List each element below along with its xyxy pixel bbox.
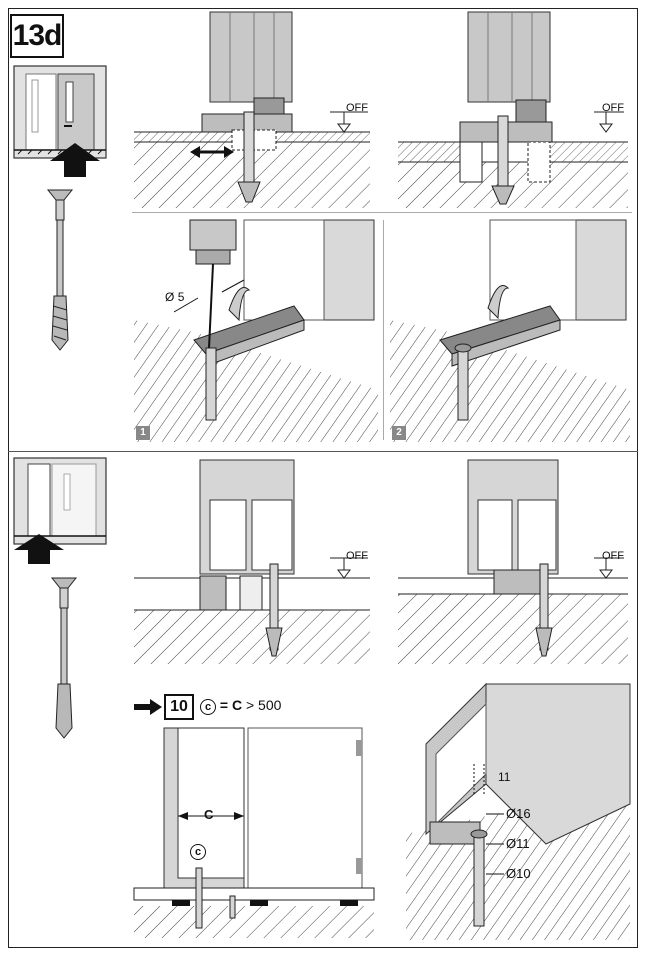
- drilling-perspective: [134, 219, 378, 442]
- substep-badge-2: 2: [392, 426, 406, 440]
- frame-section-right: [398, 459, 628, 664]
- sill-section-right: [398, 11, 628, 208]
- dim-16: Ø16: [506, 806, 531, 821]
- off-label: OFF: [346, 102, 368, 114]
- equation: c = C > 500: [200, 697, 281, 715]
- door-front-view: [133, 727, 375, 938]
- arrow-right-icon: [134, 699, 162, 715]
- arrow-up-icon: [50, 143, 100, 177]
- off-label: OFF: [346, 550, 368, 562]
- off-label: OFF: [602, 550, 624, 562]
- circle-c-symbol: c: [200, 699, 216, 715]
- door-thumbnail-icon: [13, 457, 107, 545]
- sill-section-left: [134, 11, 370, 208]
- drill-diameter: Ø 5: [165, 290, 185, 304]
- section-divider: [8, 451, 638, 452]
- dim-10: Ø10: [506, 866, 531, 881]
- frame-section-left: [134, 459, 370, 664]
- substep-badge-1: 1: [136, 426, 150, 440]
- c-circle-label: c: [190, 844, 206, 860]
- dim-11: Ø11: [506, 836, 530, 851]
- door-thumbnail-icon: [13, 65, 107, 159]
- dim-top: 11: [498, 770, 511, 784]
- anchor-perspective: [390, 219, 630, 442]
- anchor-screw-icon: [50, 577, 78, 739]
- step-id: 13d: [10, 14, 64, 58]
- panel-divider: [383, 220, 384, 440]
- ref-step-box: 10: [164, 694, 194, 720]
- sub-divider: [132, 212, 632, 213]
- arrow-up-icon: [14, 534, 64, 564]
- c-width-label: C: [204, 807, 214, 822]
- instruction-page: [8, 8, 638, 948]
- off-label: OFF: [602, 102, 624, 114]
- frame-perspective: [406, 682, 631, 940]
- anchor-screw-icon: [46, 189, 74, 351]
